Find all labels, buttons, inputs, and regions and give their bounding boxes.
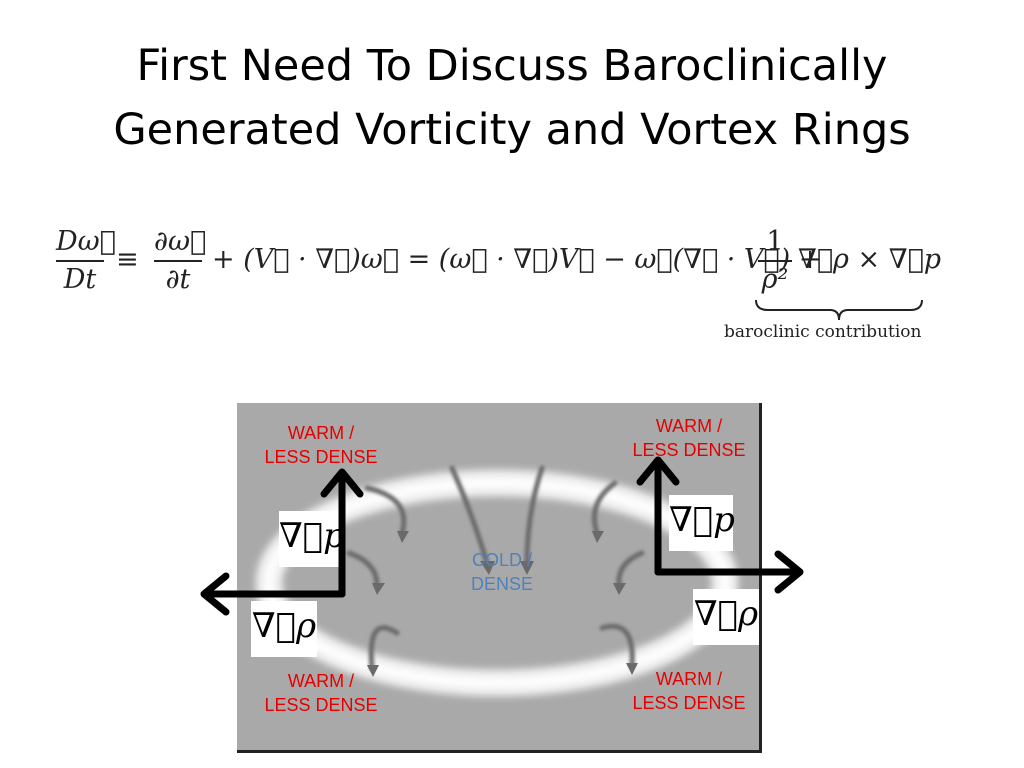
title-line-2: Generated Vorticity and Vortex Rings <box>113 105 911 155</box>
partial-fraction: ∂ω⃗ ∂t <box>154 226 207 296</box>
equiv-sign: ≡ <box>116 244 139 275</box>
label-bottom-right: WARM / LESS DENSE <box>632 669 746 713</box>
equation-middle-terms: + (V⃗ · ∇⃗)ω⃗ = (ω⃗ · ∇⃗)V⃗ − ω⃗(∇⃗ · V⃗… <box>212 244 822 275</box>
grad-p-right: ∇⃗p <box>669 495 735 551</box>
fraction-bar <box>758 260 792 262</box>
grad-rho-left: ∇⃗ρ <box>251 601 317 657</box>
baroclinic-denominator: ρ² <box>761 264 789 295</box>
lhs-numerator: Dω⃗ <box>56 226 116 257</box>
baroclinic-fraction: 1 ρ² <box>758 226 792 296</box>
vortex-ring-diagram: WARM / LESS DENSE WARM / LESS DENSE WARM… <box>237 403 762 753</box>
slide-title: First Need To Discuss Baroclinically Gen… <box>0 34 1024 162</box>
baroclinic-contribution-label: baroclinic contribution <box>724 322 922 342</box>
title-line-1: First Need To Discuss Baroclinically <box>136 41 888 91</box>
label-center-cold: COLD / DENSE <box>470 550 533 594</box>
underbrace-icon <box>755 299 923 321</box>
fraction-bar <box>154 260 202 262</box>
vorticity-equation: Dω⃗ Dt ≡ ∂ω⃗ ∂t + (V⃗ · ∇⃗)ω⃗ = (ω⃗ · ∇⃗… <box>56 214 956 344</box>
label-bottom-left: WARM / LESS DENSE <box>264 671 378 715</box>
baroclinic-term: ∇⃗ρ × ∇⃗p <box>798 244 942 275</box>
label-top-right: WARM / LESS DENSE <box>632 416 746 460</box>
label-top-left: WARM / LESS DENSE <box>264 423 378 467</box>
grad-rho-right: ∇⃗ρ <box>693 589 759 645</box>
lhs-denominator: Dt <box>63 264 97 295</box>
partial-numerator: ∂ω⃗ <box>154 226 207 257</box>
vortex-ring-illustration <box>256 465 738 696</box>
lhs-fraction: Dω⃗ Dt <box>56 226 116 296</box>
fraction-bar <box>56 260 104 262</box>
baroclinic-numerator: 1 <box>766 226 784 257</box>
grad-p-left: ∇⃗p <box>279 511 345 567</box>
partial-denominator: ∂t <box>165 264 191 295</box>
